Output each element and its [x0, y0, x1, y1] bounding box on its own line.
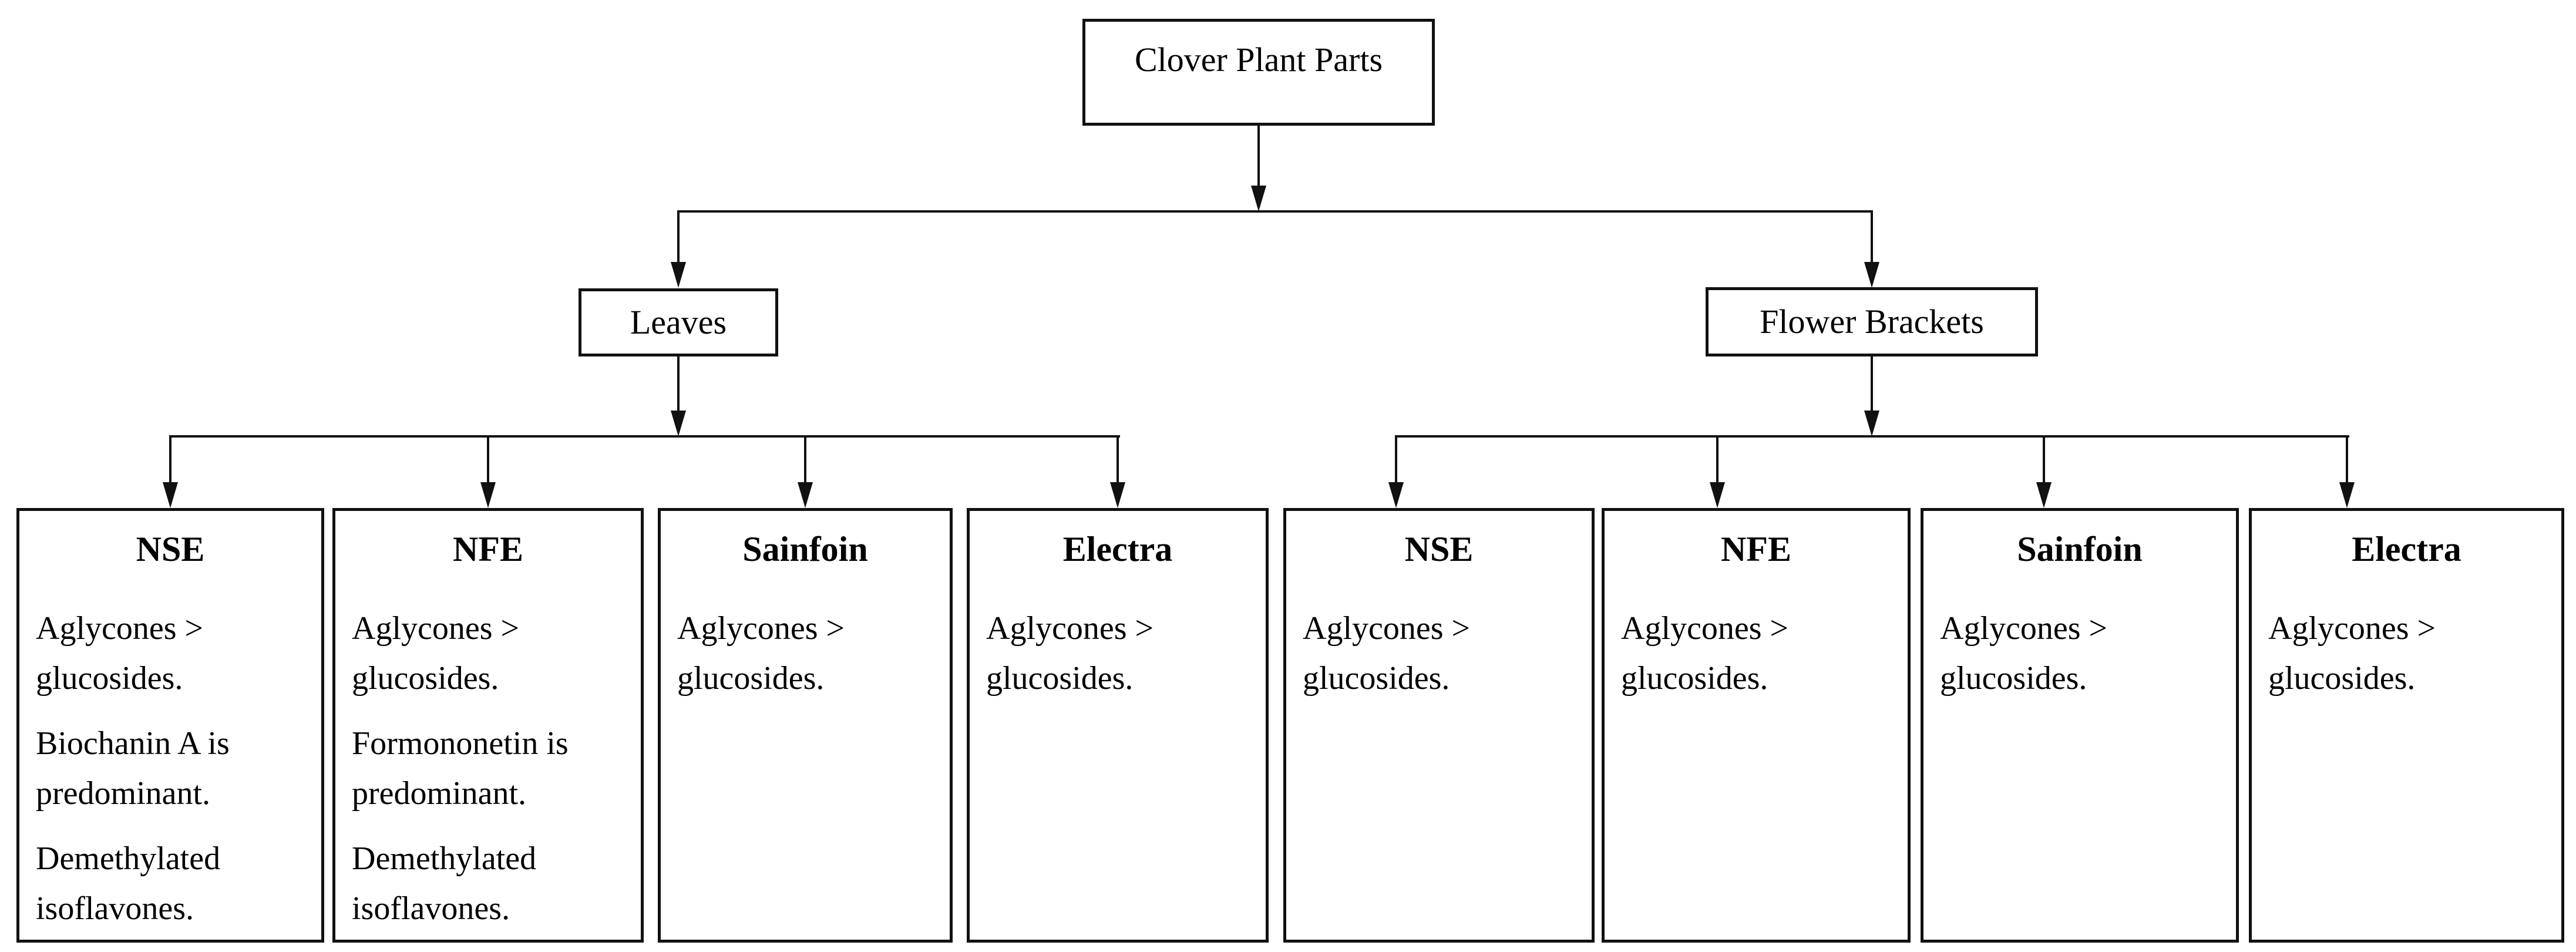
body-line: Aglycones > glucosides. [352, 610, 520, 697]
arrow-down-icon [163, 482, 178, 508]
node-flower-nfe: NFE Aglycones > glucosides. [1602, 508, 1911, 943]
arrow-down-icon [2339, 482, 2355, 508]
child-title: Sainfoin [742, 530, 868, 568]
branch-label: Flower Brackets [1760, 302, 1984, 341]
connector-flower-rail [1395, 435, 2349, 438]
branch-label: Leaves [630, 303, 727, 342]
arrow-down-icon [1251, 186, 1266, 211]
body-line: Aglycones > glucosides. [1303, 610, 1471, 697]
arrow-down-icon [480, 482, 496, 508]
child-title: Electra [2352, 530, 2461, 568]
node-flower-brackets: Flower Brackets [1706, 287, 2038, 356]
body-line: Demethylated isoflavones. [36, 840, 221, 927]
node-flower-electra: Electra Aglycones > glucosides. [2249, 508, 2564, 943]
body-line: Demethylated isoflavones. [352, 840, 537, 927]
connector-root-stem [1257, 126, 1260, 187]
node-leaves-sainfoin: Sainfoin Aglycones > glucosides. [658, 508, 953, 943]
connector-drop-flower-electra [2346, 438, 2348, 482]
arrow-down-icon [798, 482, 813, 508]
arrow-down-icon [1110, 482, 1125, 508]
node-leaves-nfe: NFE Aglycones > glucosides. Formononetin… [332, 508, 644, 943]
body-line: Formononetin is predominant. [352, 725, 569, 812]
connector-drop-leaves-nfe [487, 438, 489, 482]
child-title: NFE [1721, 530, 1791, 568]
connector-drop-flower-nfe [1716, 438, 1719, 482]
body-line: Aglycones > glucosides. [1940, 610, 2108, 697]
connector-drop-leaves [677, 213, 680, 262]
connector-drop-flower-brackets [1871, 213, 1873, 262]
arrow-down-icon [1710, 482, 1725, 508]
body-line: Biochanin A is predominant. [36, 725, 230, 812]
arrow-down-icon [671, 411, 686, 436]
connector-leaves-stem [677, 356, 680, 411]
child-body: Aglycones > glucosides. [661, 604, 950, 704]
arrow-down-icon [2036, 482, 2052, 508]
connector-drop-flower-sainfoin [2043, 438, 2045, 482]
child-title: Electra [1062, 530, 1173, 568]
connector-drop-flower-nse [1395, 438, 1397, 482]
child-body: Aglycones > glucosides. [1605, 604, 1908, 704]
node-flower-sainfoin: Sainfoin Aglycones > glucosides. [1921, 508, 2239, 943]
connector-level1-rail [677, 210, 1873, 213]
child-title: NSE [136, 530, 205, 568]
node-leaves-nse: NSE Aglycones > glucosides. Biochanin A … [16, 508, 324, 943]
root-label: Clover Plant Parts [1134, 41, 1383, 79]
child-body: Aglycones > glucosides. [970, 604, 1266, 704]
child-body: Aglycones > glucosides. Biochanin A is p… [19, 604, 321, 934]
child-title: NSE [1404, 530, 1474, 568]
body-line: Aglycones > glucosides. [36, 610, 204, 697]
child-body: Aglycones > glucosides. [1923, 604, 2236, 704]
child-body: Aglycones > glucosides. [1286, 604, 1592, 704]
arrow-down-icon [1864, 262, 1879, 288]
child-title: Sainfoin [2017, 530, 2143, 568]
child-body: Aglycones > glucosides. Formononetin is … [335, 604, 641, 934]
arrow-down-icon [1864, 411, 1879, 436]
connector-drop-leaves-electra [1117, 438, 1119, 482]
connector-drop-leaves-sainfoin [804, 438, 806, 482]
node-leaves: Leaves [579, 288, 778, 356]
connector-drop-leaves-nse [169, 438, 171, 482]
child-title: NFE [453, 530, 523, 568]
node-clover-plant-parts: Clover Plant Parts [1082, 19, 1435, 126]
node-flower-nse: NSE Aglycones > glucosides. [1283, 508, 1595, 943]
child-body: Aglycones > glucosides. [2252, 604, 2561, 704]
arrow-down-icon [1388, 482, 1404, 508]
body-line: Aglycones > glucosides. [1621, 610, 1789, 697]
body-line: Aglycones > glucosides. [2268, 610, 2436, 697]
node-leaves-electra: Electra Aglycones > glucosides. [967, 508, 1269, 943]
body-line: Aglycones > glucosides. [677, 610, 845, 697]
connector-flower-stem [1871, 356, 1873, 411]
connector-leaves-rail [169, 435, 1120, 438]
body-line: Aglycones > glucosides. [986, 610, 1154, 697]
arrow-down-icon [671, 262, 686, 288]
